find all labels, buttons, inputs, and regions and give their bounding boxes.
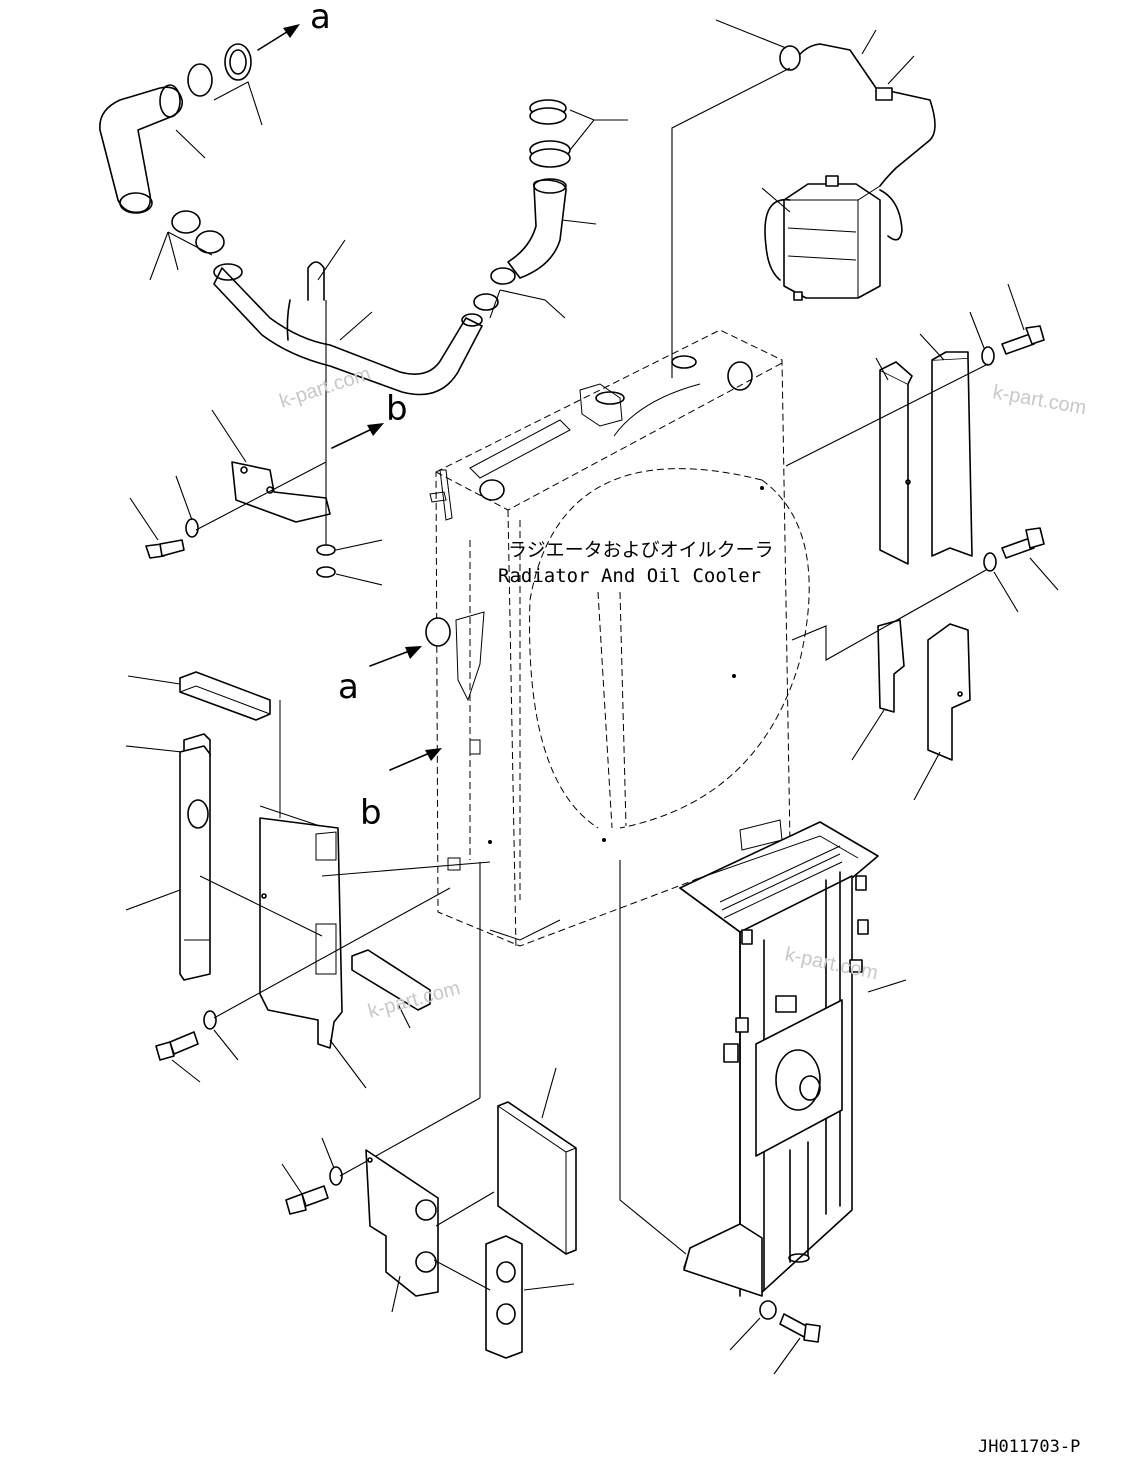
leader-line: [875, 333, 945, 381]
overflow-hose: [791, 43, 936, 187]
arrow-to-a: [257, 24, 300, 51]
bolt-right-1: [1001, 325, 1045, 355]
lower-side-panel: [365, 1149, 439, 1297]
leader-line: [851, 709, 941, 801]
title-english: Radiator And Oil Cooler: [498, 565, 761, 587]
hose-loop: [879, 189, 903, 241]
mounting-bracket: [231, 461, 331, 523]
hose-clamp-small: [875, 87, 893, 101]
tank-hose: [764, 198, 791, 281]
leader-line: [127, 675, 181, 685]
leader-line: [211, 409, 247, 463]
leader-line: [213, 81, 263, 126]
leader-line: [125, 889, 181, 911]
foam-seal-strip-1: [179, 671, 271, 721]
callout-a-top: a: [310, 0, 331, 37]
washer-bottom-left: [329, 1166, 343, 1186]
leader-line: [171, 887, 451, 1083]
leader-line: [281, 1097, 481, 1195]
leader-line: [149, 231, 213, 281]
arrow-to-a-mid: [369, 646, 422, 667]
nut-2: [316, 566, 336, 578]
clamp-ring-2: [529, 140, 571, 168]
leader-line: [397, 1003, 411, 1029]
bolt-left-2: [155, 1031, 199, 1061]
radiator-assembly: [425, 329, 810, 949]
side-cover-upper-left: [879, 361, 913, 565]
leader-line: [489, 289, 566, 319]
arrow-to-b: [331, 423, 384, 449]
hose-clamps-upper: [187, 43, 252, 97]
clamp-ring-1: [529, 99, 567, 125]
nut-1: [316, 544, 336, 556]
washer-left-1: [185, 518, 199, 538]
reserve-tank: [783, 175, 881, 301]
arrow-to-b-mid: [389, 748, 442, 771]
title-japanese: ラジエータおよびオイルクーラ: [508, 539, 774, 561]
upper-elbow-hose: [99, 84, 184, 214]
watermark: k-part.com: [277, 363, 374, 413]
leader-line: [175, 129, 206, 159]
leader-line: [199, 861, 491, 1089]
leader-line: [729, 1317, 801, 1375]
u-bolt: [307, 261, 325, 301]
leader-line: [541, 1067, 557, 1119]
leader-line: [867, 979, 907, 993]
leader-line: [671, 67, 791, 378]
leader-line: [339, 311, 373, 341]
bolt-left-1: [145, 539, 185, 559]
lower-radiator-hose: [213, 263, 483, 396]
foam-seal-holes: [485, 1235, 523, 1359]
side-cover-upper-right: [931, 351, 973, 557]
callout-b-top: b: [386, 389, 408, 429]
leader-line: [561, 219, 597, 225]
leader-line: [125, 745, 183, 753]
hose-clamps-lower: [171, 210, 225, 254]
foam-seal-strip-2: [351, 949, 431, 1011]
bolt-frame: [779, 1313, 821, 1343]
washer-right-2: [983, 552, 997, 572]
callout-a-mid: a: [338, 667, 359, 707]
leader-line: [433, 1259, 575, 1291]
leader-line: [391, 1191, 495, 1313]
radiator-inlet: [425, 617, 451, 647]
leader-line: [569, 109, 628, 151]
hose-strap: [286, 299, 291, 341]
washer-right-1: [981, 346, 995, 366]
leader-line: [317, 239, 346, 281]
leader-line: [619, 860, 687, 1255]
oil-cooler-support-frame: [679, 821, 879, 1297]
foam-block-large: [497, 1101, 577, 1255]
hose-clamps-right: [473, 267, 516, 311]
washer-frame: [759, 1300, 777, 1320]
side-cover-lower-right: [927, 623, 971, 761]
leader-line: [785, 283, 1025, 467]
drawing-code: JH011703-P: [978, 1437, 1080, 1457]
leader-line: [715, 19, 915, 213]
callout-b-mid: b: [360, 793, 382, 833]
hose-clip: [779, 45, 801, 71]
bolt-bottom-left: [285, 1185, 329, 1215]
watermark: k-part.com: [991, 381, 1088, 419]
leader-line: [129, 461, 327, 541]
side-cover-lower-left: [877, 619, 905, 713]
bolt-right-2: [1001, 527, 1045, 559]
washer-left-2: [203, 1010, 217, 1030]
side-seal-long: [179, 745, 211, 981]
leader-line: [335, 539, 383, 586]
short-bent-hose: [507, 178, 567, 279]
leader-line: [791, 557, 1059, 661]
side-panel-left: [259, 700, 343, 1049]
